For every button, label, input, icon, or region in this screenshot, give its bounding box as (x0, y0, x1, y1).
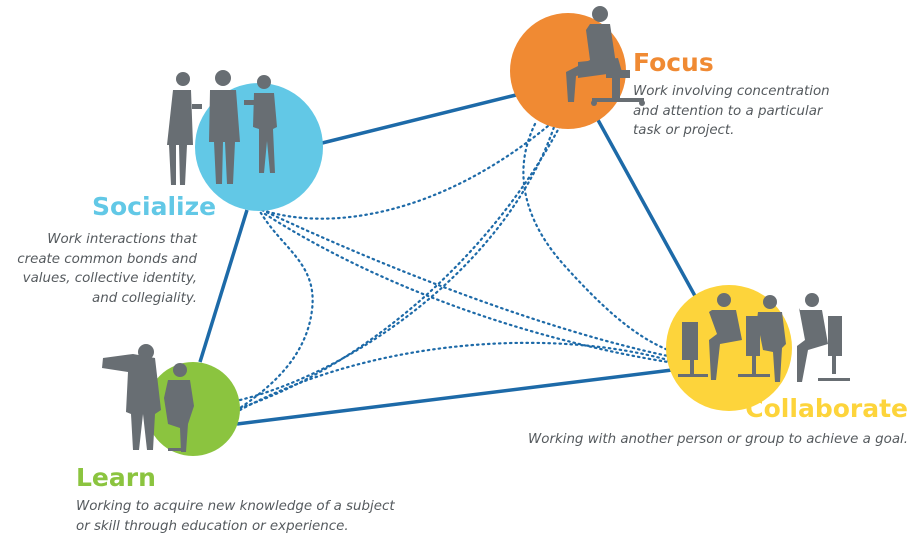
dotted-socialize-collaborate-1 (260, 208, 670, 358)
connector-socialize-focus (301, 93, 517, 150)
focus-description-line-3: task or project. (633, 123, 735, 138)
learn-description: Working to acquire new knowledge of a su… (76, 497, 395, 536)
collaborate-title: Collaborate (745, 394, 908, 423)
dotted-socialize-focus (260, 124, 550, 220)
solid-connectors (198, 93, 702, 426)
socialize-description-line-3: values, collective identity, (22, 271, 197, 286)
focus-title: Focus (633, 48, 714, 77)
connector-learn-collaborate (236, 368, 673, 426)
focus-silhouette-icon (566, 6, 645, 106)
dotted-connectors (238, 122, 670, 412)
learn-silhouette-icon (102, 344, 194, 452)
socialize-silhouette-icon (167, 70, 277, 185)
focus-description-line-2: and attention to a particular (633, 103, 823, 119)
collaborate-description: Working with another person or group to … (528, 430, 908, 450)
collaborate-silhouette-icon (678, 293, 850, 382)
socialize-description-line-1: Work interactions that (47, 232, 197, 247)
learn-title: Learn (76, 463, 156, 492)
dotted-learn-focus-1 (238, 122, 557, 402)
socialize-title: Socialize (92, 192, 217, 221)
collaborate-description-line-1: Working with another person or group to … (528, 432, 908, 447)
dotted-learn-collaborate (238, 341, 670, 412)
learn-description-line-2: or skill through education or experience… (76, 518, 349, 534)
socialize-description-line-4: and collegiality. (92, 290, 197, 306)
focus-description: Work involving concentration and attenti… (633, 82, 830, 141)
socialize-description: Work interactions that create common bon… (17, 230, 197, 308)
connector-socialize-learn (198, 209, 249, 363)
dotted-socialize-collaborate-2 (263, 212, 670, 364)
focus-description-line-1: Work involving concentration (633, 84, 830, 99)
learn-description-line-1: Working to acquire new knowledge of a su… (76, 499, 395, 514)
connector-focus-collaborate (596, 119, 702, 306)
dotted-focus-collaborate (522, 122, 670, 352)
socialize-description-line-2: create common bonds and (17, 251, 197, 267)
dotted-socialize-learn (238, 206, 314, 410)
